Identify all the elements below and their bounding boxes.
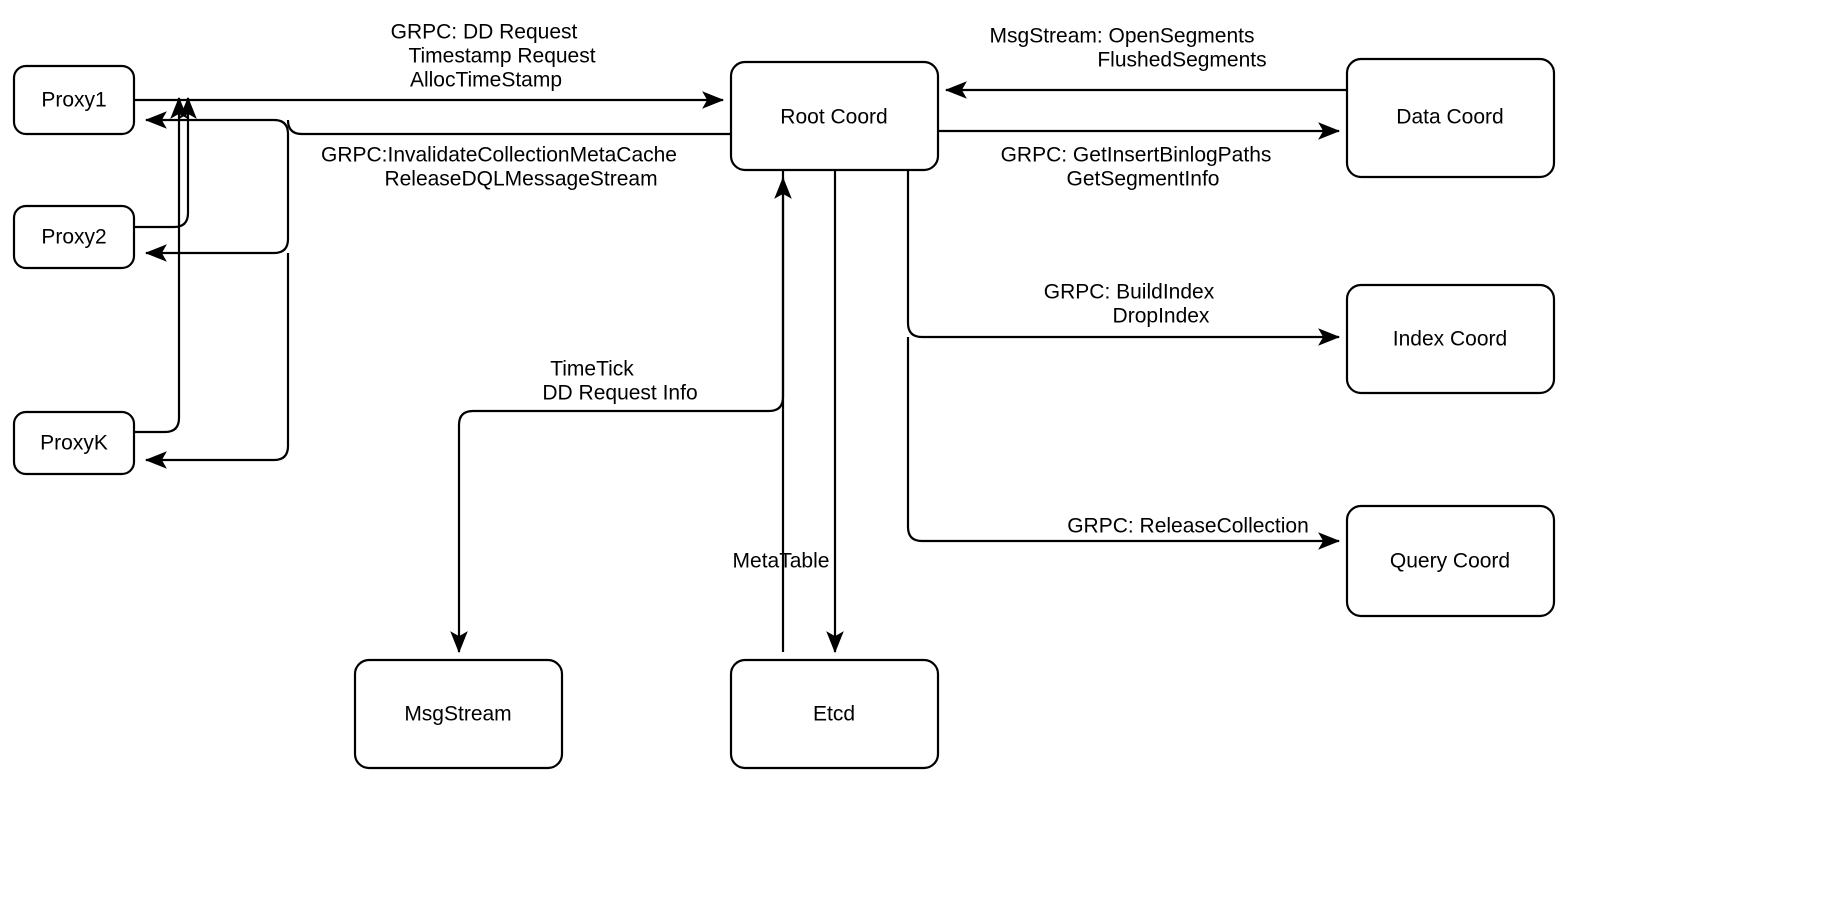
edge-label-line: TimeTick xyxy=(550,358,634,381)
edge-label-line: FlushedSegments xyxy=(1097,49,1266,72)
edge-rootcoord-to-indexcoord xyxy=(906,170,1341,346)
edge-label-line: AllocTimeStamp xyxy=(410,69,562,92)
edge-label-rootcoord-to-querycoord: GRPC: ReleaseCollection xyxy=(1067,515,1309,538)
node-data-coord-shape xyxy=(1345,57,1556,179)
edge-rootcoord-to-proxy1 xyxy=(286,119,731,136)
edge-label-line: DD Request Info xyxy=(542,382,697,405)
node-index-coord-label: Index Coord xyxy=(1393,328,1507,351)
edge-rootcoord-to-proxyk xyxy=(144,253,290,469)
edge-label-proxy-to-rootcoord: GRPC: DD Request Timestamp Request Alloc… xyxy=(391,21,596,92)
node-query-coord-shape xyxy=(1345,504,1556,618)
node-etcd-shape xyxy=(729,658,940,770)
node-msgstream[interactable]: MsgStream xyxy=(353,658,564,770)
node-proxyk[interactable]: ProxyK xyxy=(12,410,136,476)
node-etcd-label: Etcd xyxy=(813,703,855,726)
edge-label-rootcoord-to-proxy: GRPC:InvalidateCollectionMetaCache Relea… xyxy=(321,144,677,191)
edge-label-line: Timestamp Request xyxy=(408,45,595,68)
node-proxy1-shape xyxy=(12,64,136,136)
edge-proxyk-riser xyxy=(134,96,188,434)
edge-label-line: GRPC: GetInsertBinlogPaths xyxy=(1001,144,1272,167)
node-index-coord[interactable]: Index Coord xyxy=(1345,283,1556,395)
node-proxy2[interactable]: Proxy2 xyxy=(12,204,136,270)
node-proxyk-label: ProxyK xyxy=(40,432,108,455)
node-msgstream-label: MsgStream xyxy=(404,703,511,726)
node-proxy2-shape xyxy=(12,204,136,270)
node-proxy2-label: Proxy2 xyxy=(41,226,106,249)
edge-label-line: GRPC:InvalidateCollectionMetaCache xyxy=(321,144,677,167)
edge-label-line: GRPC: ReleaseCollection xyxy=(1067,515,1309,538)
node-data-coord-label: Data Coord xyxy=(1396,106,1503,129)
edge-label-line: DropIndex xyxy=(1113,305,1210,328)
node-index-coord-shape xyxy=(1345,283,1556,395)
node-root-coord[interactable]: Root Coord xyxy=(729,60,940,172)
node-data-coord[interactable]: Data Coord xyxy=(1345,57,1556,179)
edge-rootcoord-to-querycoord xyxy=(906,337,1341,550)
edge-label-line: GetSegmentInfo xyxy=(1067,168,1220,191)
node-query-coord-label: Query Coord xyxy=(1390,550,1510,573)
node-root-coord-shape xyxy=(729,60,940,172)
edge-rootcoord-to-proxy2 xyxy=(144,134,290,262)
edge-label-datacoord-to-rootcoord: MsgStream: OpenSegments FlushedSegments xyxy=(990,25,1267,72)
edge-proxy2-riser xyxy=(134,96,197,229)
node-proxy1[interactable]: Proxy1 xyxy=(12,64,136,136)
node-proxyk-shape xyxy=(12,410,136,476)
edge-label-line: ReleaseDQLMessageStream xyxy=(384,168,657,191)
edge-label-rootcoord-etcd-metatable: MetaTable xyxy=(733,550,830,573)
edge-label-line: GRPC: DD Request xyxy=(391,21,578,44)
edge-label-rootcoord-to-msgstream: TimeTick DD Request Info xyxy=(542,358,697,405)
edge-rootcoord-to-msgstream xyxy=(450,170,785,654)
node-msgstream-shape xyxy=(353,658,564,770)
edge-label-line: MetaTable xyxy=(733,550,830,573)
node-proxy1-label: Proxy1 xyxy=(41,89,106,112)
node-root-coord-label: Root Coord xyxy=(780,106,887,129)
edge-label-line: MsgStream: OpenSegments xyxy=(990,25,1255,48)
node-etcd[interactable]: Etcd xyxy=(729,658,940,770)
node-query-coord[interactable]: Query Coord xyxy=(1345,504,1556,618)
edge-label-line: GRPC: BuildIndex xyxy=(1044,281,1215,304)
edge-rootcoord-to-proxy1-tail xyxy=(144,111,290,135)
edge-label-rootcoord-to-datacoord: GRPC: GetInsertBinlogPaths GetSegmentInf… xyxy=(1001,144,1272,191)
edge-label-rootcoord-to-indexcoord: GRPC: BuildIndex DropIndex xyxy=(1044,281,1215,328)
